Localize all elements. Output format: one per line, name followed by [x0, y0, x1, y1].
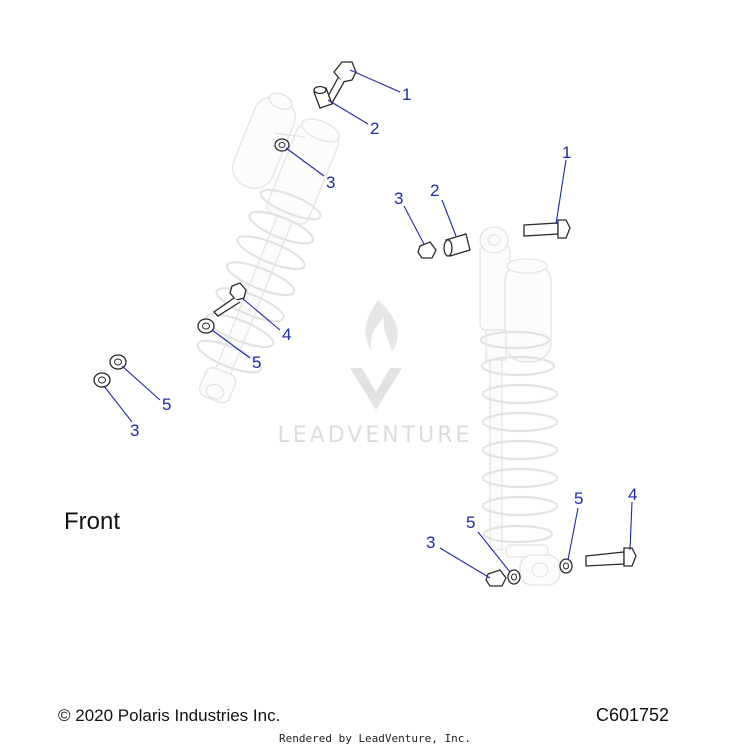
right-washer-bottom-right	[559, 558, 573, 574]
leader-lines	[103, 69, 633, 579]
callout-left-washer-bottom: 5	[162, 395, 171, 414]
left-bushing-top	[313, 85, 333, 109]
right-bushing-top	[443, 233, 471, 257]
left-shock-assembly	[196, 92, 341, 404]
diagram-code: C601752	[596, 705, 670, 725]
right-nut-top	[417, 241, 437, 259]
callout-right-bolt-bottom: 4	[628, 485, 637, 504]
left-washer-bottom	[109, 354, 127, 370]
left-nut-bottom	[93, 372, 111, 388]
callout-right-washer-bottom-right: 5	[574, 489, 583, 508]
callout-left-washer-lower: 5	[252, 353, 261, 372]
leadventure-watermark: LEADVENTURE	[278, 300, 473, 448]
front-label: Front	[64, 508, 121, 535]
copyright-text: © 2020 Polaris Industries Inc.	[58, 706, 281, 725]
callout-numbers: 1 2 3 4 5 5 3 1 2 3 4 5 5 3	[130, 85, 637, 552]
callout-left-nut-bottom: 3	[130, 421, 139, 440]
callout-left-bolt-lower: 4	[282, 325, 291, 344]
left-washer-lower	[197, 318, 215, 334]
watermark-text: LEADVENTURE	[278, 423, 473, 448]
left-nut-top	[274, 138, 290, 152]
callout-right-bushing-top: 2	[430, 181, 439, 200]
callout-right-bolt-top: 1	[562, 143, 571, 162]
right-shock-assembly	[479, 226, 561, 586]
callout-right-nut-bottom: 3	[426, 533, 435, 552]
callout-left-nut-top: 3	[326, 173, 335, 192]
left-bolt-lower	[212, 282, 247, 317]
left-upper-eye	[301, 118, 341, 143]
callout-left-bushing-top: 2	[370, 119, 379, 138]
v-logo-icon	[350, 368, 402, 410]
left-bolt-top	[325, 61, 357, 104]
flame-logo-icon	[365, 300, 398, 352]
right-bolt-top	[523, 219, 571, 239]
callout-right-nut-top: 3	[394, 189, 403, 208]
rendered-by-text: Rendered by LeadVenture, Inc.	[278, 732, 472, 745]
callout-right-washer-bottom-left: 5	[466, 513, 475, 532]
callout-left-bolt-top: 1	[402, 85, 411, 104]
left-reservoir-cap	[268, 92, 293, 110]
right-nut-bottom	[485, 569, 507, 587]
right-washer-bottom-left	[507, 569, 521, 585]
right-bolt-bottom	[585, 547, 637, 567]
